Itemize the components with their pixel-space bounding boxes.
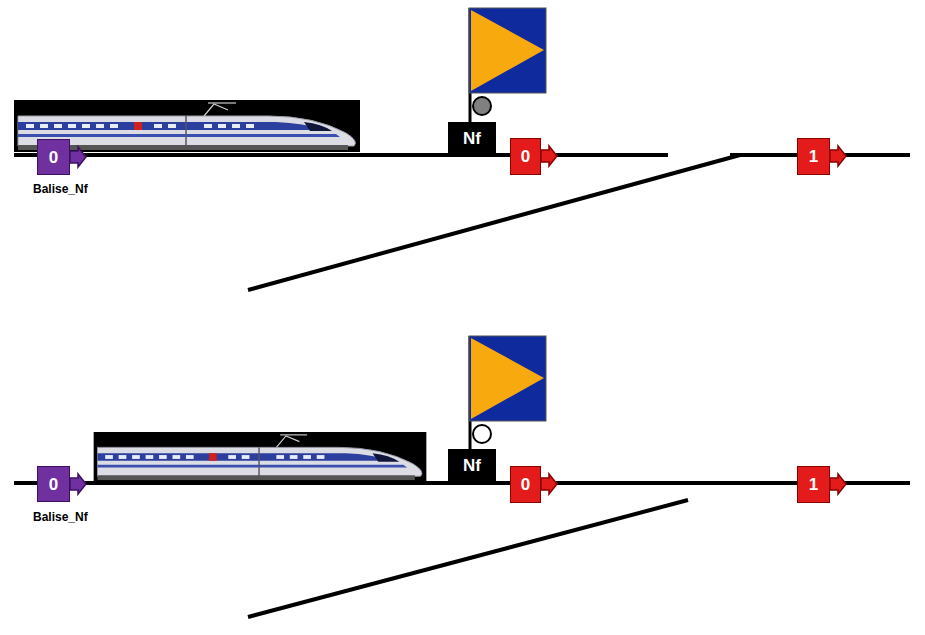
marker-box: 0 xyxy=(510,138,541,175)
track-top xyxy=(14,155,910,290)
box-label: 1 xyxy=(809,476,818,493)
marker-box: 1 xyxy=(797,466,830,503)
balise-box: 0 xyxy=(37,139,70,175)
balise-name: Balise_Nf xyxy=(33,182,88,196)
box-label: 1 xyxy=(809,148,818,165)
box-label: Nf xyxy=(463,130,481,147)
signal-plate: Nf xyxy=(448,449,496,482)
signal-plate: Nf xyxy=(448,122,496,155)
box-label: 0 xyxy=(49,149,58,166)
balise-name: Balise_Nf xyxy=(33,510,88,524)
box-label: 0 xyxy=(521,148,530,165)
train xyxy=(94,432,427,482)
marker-box: 1 xyxy=(797,138,830,175)
track-bottom xyxy=(14,483,910,617)
box-label: 0 xyxy=(521,476,530,493)
box-label: Nf xyxy=(463,457,481,474)
balise-box: 0 xyxy=(37,466,70,502)
box-label: 0 xyxy=(49,476,58,493)
marker-box: 0 xyxy=(510,466,541,503)
signal-bottom xyxy=(469,336,546,451)
signal-top xyxy=(469,8,546,124)
